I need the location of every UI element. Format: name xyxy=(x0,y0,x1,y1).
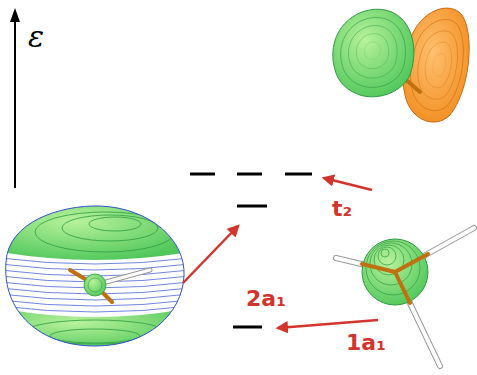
orbital-label: 2a₁ xyxy=(246,288,286,310)
orbital-label: t₂ xyxy=(332,198,352,220)
orbital-label: 1a₁ xyxy=(346,332,386,354)
leader-arrows xyxy=(183,178,378,328)
2a1-orbital xyxy=(0,200,190,350)
energy-axis xyxy=(10,8,20,188)
t2-orbital xyxy=(333,8,469,122)
axis-symbol: ε xyxy=(28,22,44,52)
energy-levels xyxy=(190,174,312,327)
1a1-orbital xyxy=(336,228,474,366)
